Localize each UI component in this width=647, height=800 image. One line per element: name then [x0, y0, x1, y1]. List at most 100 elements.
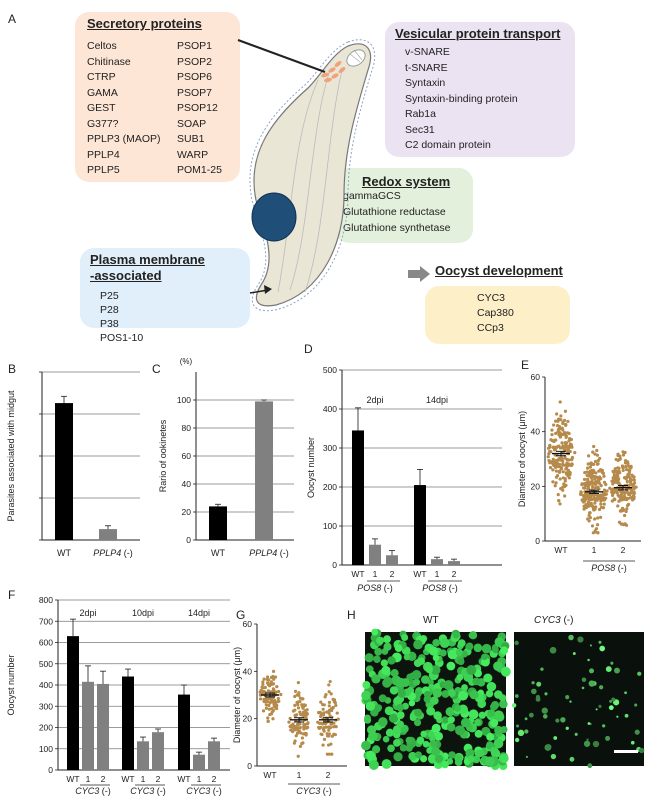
oocyst-spot: [478, 711, 486, 719]
data-point: [590, 478, 594, 483]
data-point: [552, 439, 556, 444]
data-point: [293, 703, 297, 707]
data-point: [548, 444, 552, 448]
oocyst-spot: [371, 674, 381, 684]
oocyst-spot: [412, 678, 421, 686]
data-point: [593, 493, 597, 497]
oocyst-title: Oocyst development: [435, 263, 563, 278]
oocyst-spot: [460, 717, 471, 728]
data-point: [299, 731, 303, 735]
fluorescence-image-wt: [361, 628, 511, 771]
data-point: [275, 706, 279, 711]
oocyst-spot: [382, 735, 390, 743]
group-gene-label: CYC3 (-): [186, 786, 222, 796]
oocyst-spot: [565, 695, 570, 700]
data-point: [594, 527, 599, 531]
secretory-protein-item: PPLP4: [87, 148, 120, 161]
oocyst-spot: [598, 640, 602, 644]
data-point: [593, 459, 598, 464]
oocyst-spot: [461, 684, 468, 691]
data-point: [589, 501, 593, 506]
bar: [122, 676, 134, 770]
data-point: [599, 499, 603, 503]
data-point: [296, 706, 301, 710]
y-axis-label: Diameter of oocyst (μm): [232, 647, 242, 743]
group-gene-label: CYC3 (-): [75, 786, 111, 796]
oocyst-spot: [397, 689, 406, 698]
data-point: [269, 699, 274, 703]
oocyst-spot: [430, 665, 441, 675]
data-point: [564, 444, 568, 448]
data-point: [301, 706, 305, 710]
panel-letter-a: A: [8, 12, 17, 26]
oocyst-spot: [592, 740, 600, 748]
oocyst-spot: [441, 689, 450, 698]
bar: [99, 529, 117, 540]
data-point: [597, 475, 602, 479]
oocyst-spot: [624, 691, 627, 695]
oocyst-spot: [487, 709, 496, 718]
data-point: [334, 725, 338, 729]
oocyst-item: CYC3: [477, 292, 506, 304]
data-point: [627, 484, 631, 488]
x-tick-label: 2: [621, 545, 626, 555]
data-point: [623, 491, 627, 496]
data-point: [617, 499, 621, 503]
y-tick-label: 400: [323, 404, 337, 414]
oocyst-spot: [490, 746, 499, 755]
y-tick-label: 20: [243, 714, 253, 724]
data-point: [554, 465, 558, 469]
oocyst-spot: [364, 653, 374, 663]
oocyst-spot: [431, 723, 441, 733]
data-point: [294, 734, 298, 738]
oocyst-spot: [426, 706, 436, 716]
data-point: [326, 743, 331, 747]
data-point: [599, 484, 603, 488]
data-point: [271, 708, 276, 712]
data-point: [291, 726, 296, 730]
oocyst-spot: [408, 699, 416, 707]
oocyst-spot: [586, 738, 589, 741]
oocyst-spot: [486, 732, 495, 741]
oocyst-spot: [514, 694, 519, 698]
data-point: [263, 685, 267, 690]
data-point: [327, 704, 331, 708]
oocyst-spot: [511, 703, 517, 708]
oocyst-spot: [396, 720, 405, 728]
oocyst-spot: [420, 730, 427, 738]
oocyst-spot: [457, 690, 468, 701]
y-tick-label: 600: [39, 638, 53, 648]
secretory-protein-item: Chitinase: [87, 55, 131, 68]
oocyst-spot: [555, 718, 560, 723]
data-point: [552, 448, 557, 452]
data-point: [623, 461, 627, 465]
data-point: [334, 703, 338, 708]
oocyst-spot: [468, 709, 479, 720]
data-point: [267, 678, 271, 682]
oocyst-spot: [428, 755, 437, 764]
oocyst-spot: [581, 686, 585, 690]
secretory-title: Secretory proteins: [87, 16, 202, 31]
data-point: [604, 492, 608, 496]
oocyst-spot: [465, 642, 474, 651]
panel-letter-b: B: [8, 362, 17, 376]
oocyst-spot: [624, 713, 629, 718]
data-point: [563, 448, 567, 452]
data-point: [291, 722, 295, 726]
group-gene-label: POS8 (-): [357, 583, 393, 593]
oocyst-spot: [525, 755, 529, 759]
oocyst-spot: [602, 724, 606, 728]
vesicular-item: t-SNARE: [405, 61, 448, 74]
data-point: [266, 689, 270, 693]
oocyst-spot: [536, 681, 542, 687]
oocyst-spot: [616, 715, 619, 718]
redox-item: gammaGCS: [343, 190, 401, 202]
oocyst-spot: [637, 671, 642, 676]
data-point: [605, 489, 609, 493]
data-point: [271, 669, 276, 673]
oocyst-spot: [381, 759, 392, 769]
x-tick-label: 2: [452, 569, 457, 579]
x-tick-label: 1: [373, 569, 378, 579]
